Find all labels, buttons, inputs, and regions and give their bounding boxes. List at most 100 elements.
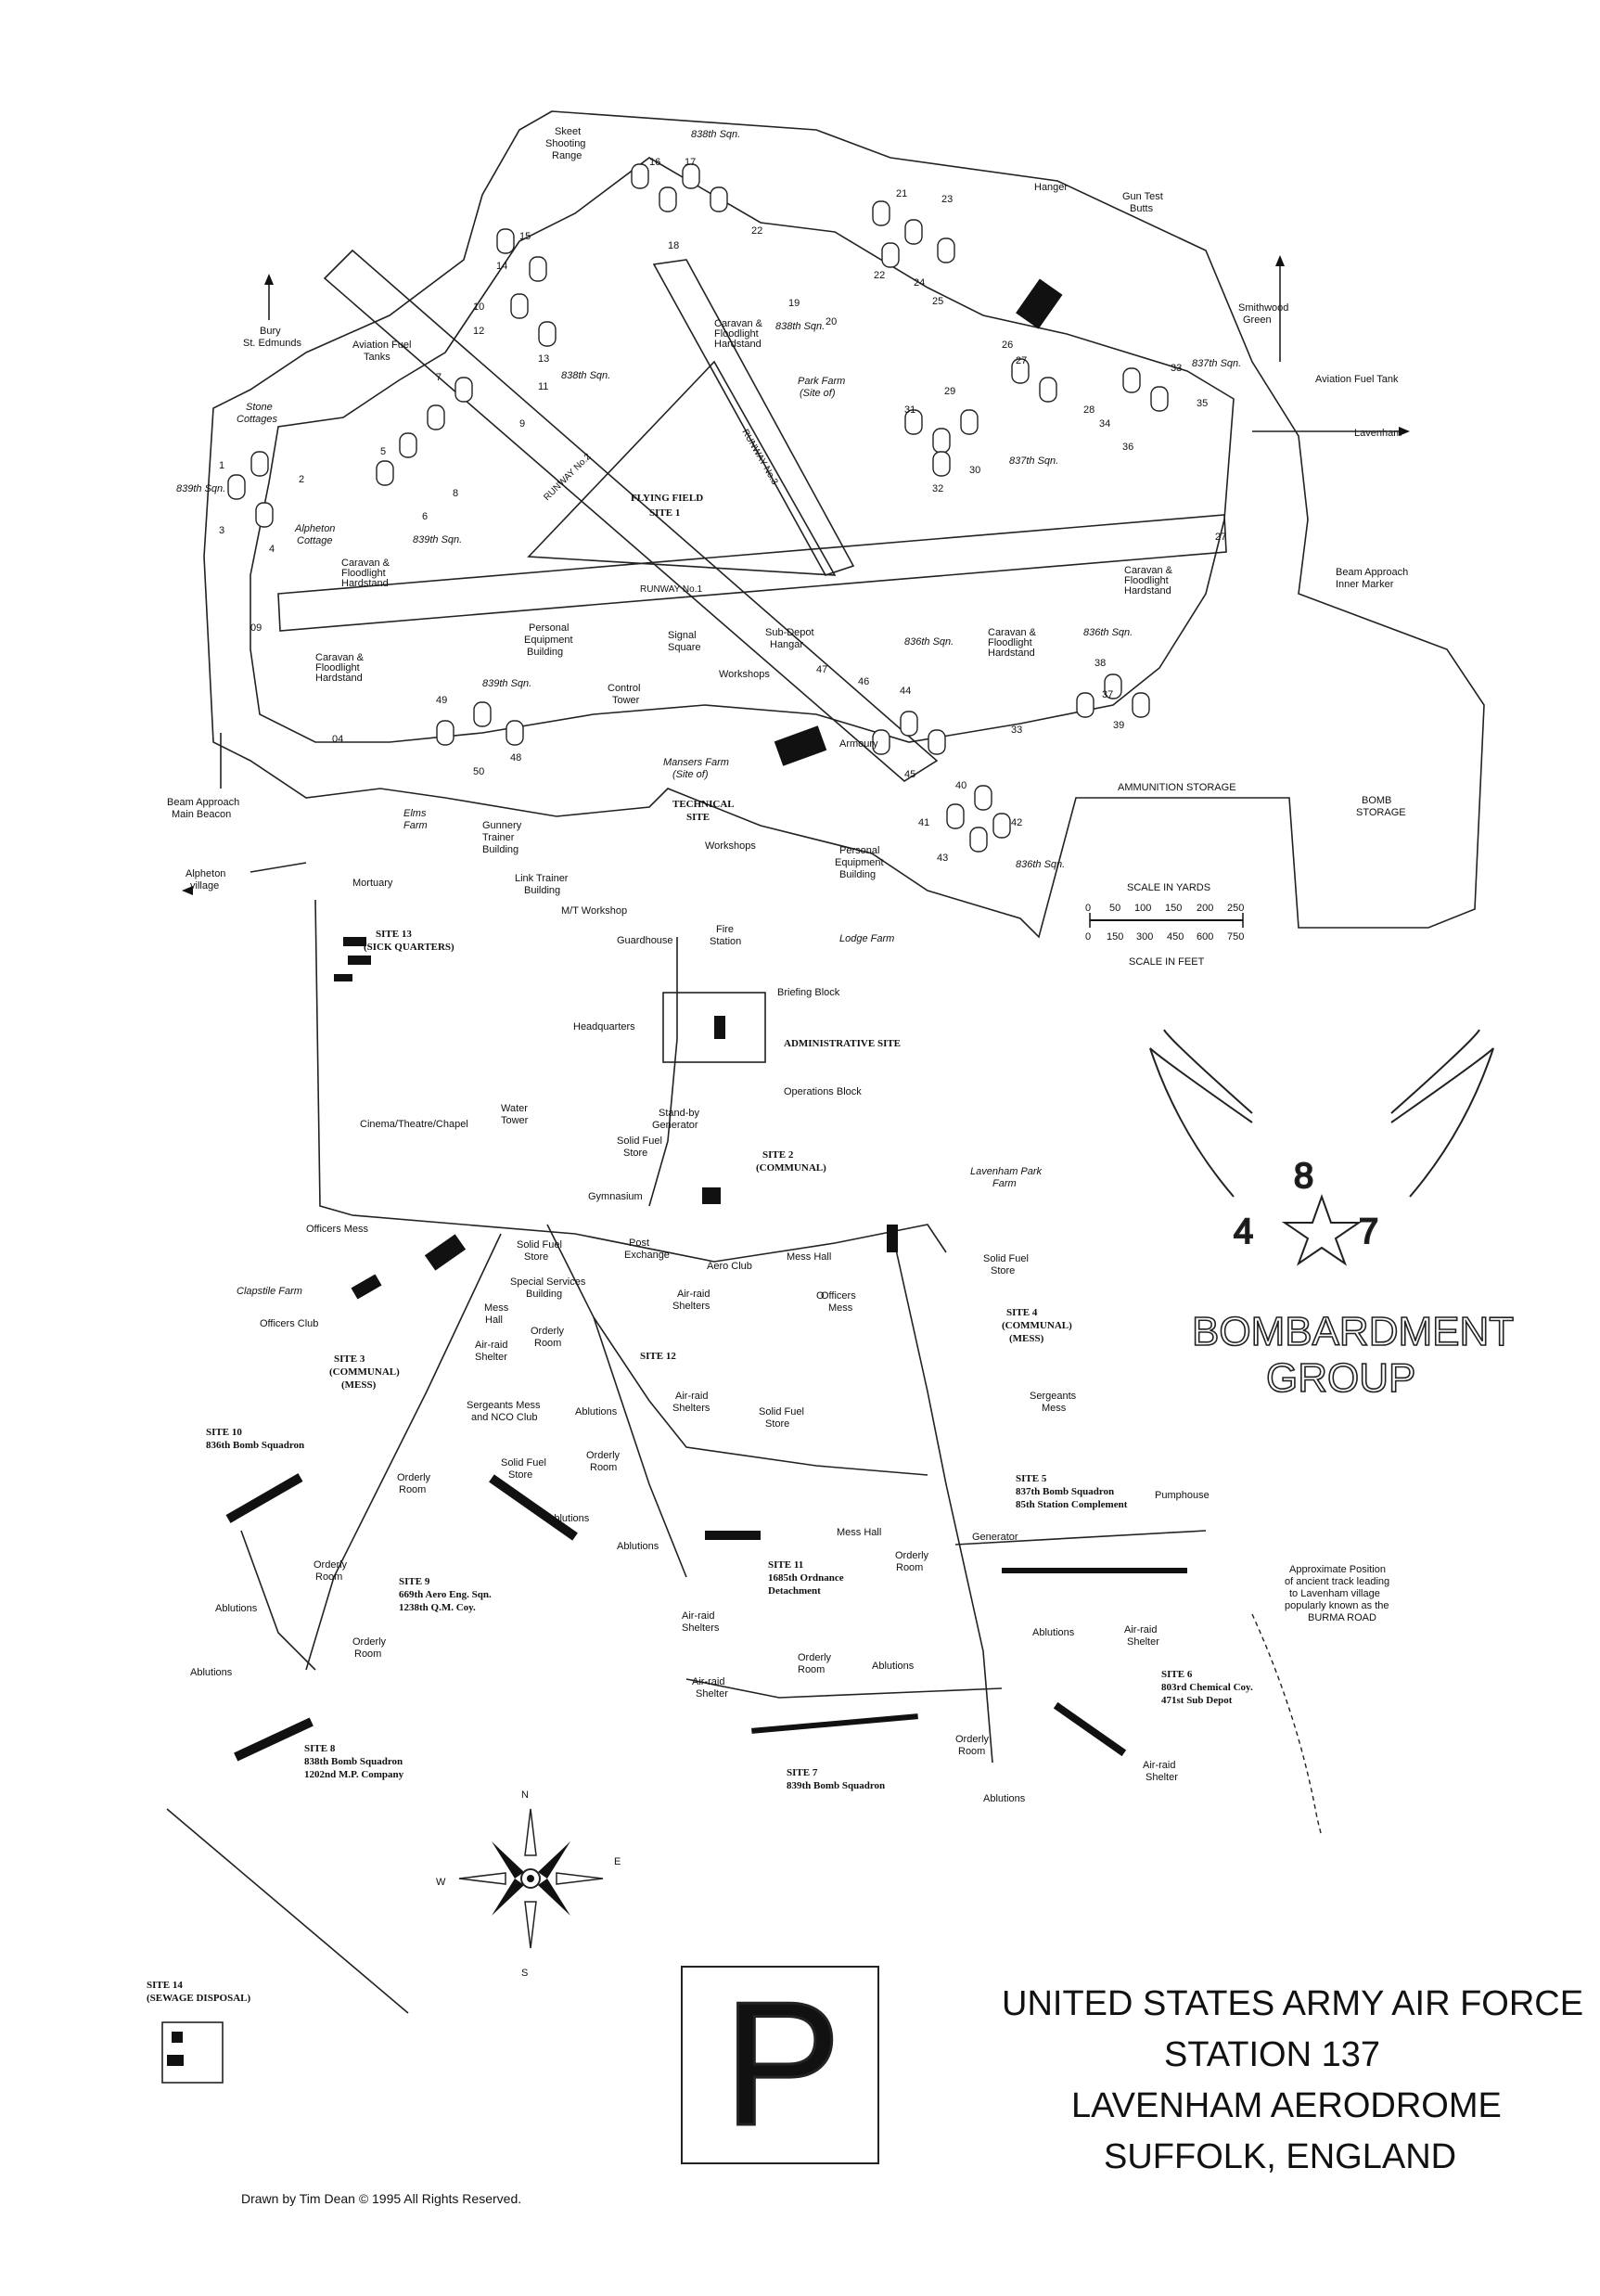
- svg-text:SUFFOLK, ENGLAND: SUFFOLK, ENGLAND: [1104, 2137, 1456, 2176]
- svg-text:100: 100: [1134, 903, 1151, 914]
- svg-text:838th Sqn.: 838th Sqn.: [775, 321, 825, 332]
- perimeter-track: [250, 157, 1235, 743]
- svg-text:48: 48: [510, 752, 521, 763]
- svg-text:Aviation Fuel: Aviation Fuel: [352, 340, 411, 351]
- svg-text:24: 24: [914, 277, 925, 289]
- svg-text:Workshops: Workshops: [719, 669, 770, 680]
- svg-text:Shelters: Shelters: [672, 1403, 710, 1414]
- svg-text:150: 150: [1107, 931, 1123, 943]
- svg-text:Store: Store: [765, 1418, 789, 1430]
- svg-text:Gunnery: Gunnery: [482, 820, 522, 831]
- svg-text:Caravan &: Caravan &: [315, 652, 365, 663]
- svg-text:(MESS): (MESS): [1009, 1333, 1044, 1344]
- parking-sign: P: [681, 1965, 879, 2164]
- svg-text:Shooting: Shooting: [545, 138, 585, 149]
- svg-text:43: 43: [937, 853, 948, 864]
- svg-text:Orderly: Orderly: [314, 1559, 348, 1571]
- svg-text:839th Sqn.: 839th Sqn.: [413, 534, 462, 545]
- svg-text:Orderly: Orderly: [955, 1734, 990, 1745]
- svg-text:Caravan &: Caravan &: [988, 627, 1037, 638]
- svg-text:Control: Control: [608, 683, 640, 694]
- svg-text:Cottages: Cottages: [237, 414, 278, 425]
- svg-text:N: N: [521, 1789, 529, 1801]
- svg-text:SITE 4: SITE 4: [1006, 1307, 1038, 1318]
- svg-text:Caravan &: Caravan &: [341, 558, 390, 569]
- svg-text:Solid Fuel: Solid Fuel: [759, 1406, 804, 1417]
- svg-text:27: 27: [1016, 355, 1027, 366]
- svg-text:Bury: Bury: [260, 326, 281, 337]
- svg-text:Main Beacon: Main Beacon: [172, 809, 231, 820]
- svg-text:Mansers Farm: Mansers Farm: [663, 757, 729, 768]
- svg-text:14: 14: [496, 261, 507, 272]
- svg-text:Store: Store: [508, 1469, 532, 1481]
- communal-labels: SITE 13 (SICK QUARTERS) Briefing Block H…: [147, 929, 1389, 2004]
- svg-text:Beam Approach: Beam Approach: [1336, 567, 1408, 578]
- svg-text:RUNWAY No.1: RUNWAY No.1: [640, 584, 702, 595]
- svg-text:Floodlight: Floodlight: [988, 637, 1032, 648]
- svg-text:Drawn by Tim Dean © 1995 All: Drawn by Tim Dean © 1995 All Rights Rese…: [241, 2191, 521, 2206]
- svg-text:UNITED STATES ARMY AIR FORCE: UNITED STATES ARMY AIR FORCE: [1002, 1984, 1583, 2023]
- svg-text:27: 27: [1215, 532, 1226, 543]
- svg-text:(COMMUNAL): (COMMUNAL): [756, 1162, 826, 1174]
- squadron-labels: 838th Sqn. 838th Sqn. 838th Sqn. 839th S…: [176, 129, 1241, 870]
- svg-text:471st Sub Depot: 471st Sub Depot: [1161, 1695, 1233, 1706]
- svg-text:Shelter: Shelter: [696, 1688, 728, 1700]
- svg-text:Briefing Block: Briefing Block: [777, 987, 840, 998]
- svg-text:Shelters: Shelters: [672, 1301, 710, 1312]
- svg-text:Elms: Elms: [403, 808, 427, 819]
- svg-text:Caravan &: Caravan &: [714, 318, 763, 329]
- svg-text:Butts: Butts: [1130, 203, 1154, 214]
- svg-text:SITE 3: SITE 3: [334, 1353, 365, 1365]
- svg-text:Lavenham Park: Lavenham Park: [970, 1166, 1043, 1177]
- svg-text:Building: Building: [482, 844, 518, 855]
- svg-text:836th Sqn.: 836th Sqn.: [904, 636, 954, 648]
- svg-text:Mess Hall: Mess Hall: [837, 1527, 881, 1538]
- svg-text:SITE 5: SITE 5: [1016, 1473, 1047, 1484]
- svg-text:0: 0: [1085, 903, 1091, 914]
- svg-text:(SEWAGE DISPOSAL): (SEWAGE DISPOSAL): [147, 1993, 251, 2004]
- svg-text:Signal: Signal: [668, 630, 697, 641]
- svg-text:Mortuary: Mortuary: [352, 878, 393, 889]
- svg-text:6: 6: [422, 511, 428, 522]
- svg-text:25: 25: [932, 296, 943, 307]
- svg-text:Hardstand: Hardstand: [714, 339, 762, 350]
- svg-text:85th Station Complement: 85th Station Complement: [1016, 1499, 1128, 1510]
- svg-text:30: 30: [969, 465, 980, 476]
- svg-text:36: 36: [1122, 442, 1133, 453]
- svg-text:(Site of): (Site of): [672, 769, 709, 780]
- svg-text:Gun Test: Gun Test: [1122, 191, 1163, 202]
- svg-text:O: O: [816, 1290, 825, 1302]
- svg-text:839th Bomb Squadron: 839th Bomb Squadron: [787, 1780, 885, 1791]
- svg-text:Officers Mess: Officers Mess: [306, 1224, 369, 1235]
- svg-text:Building: Building: [524, 885, 560, 896]
- svg-text:09: 09: [250, 622, 262, 634]
- svg-text:838th Sqn.: 838th Sqn.: [561, 370, 610, 381]
- svg-text:7: 7: [1359, 1212, 1378, 1251]
- svg-text:Sergeants Mess: Sergeants Mess: [467, 1400, 541, 1411]
- svg-text:TECHNICAL: TECHNICAL: [672, 799, 735, 810]
- svg-text:Beam Approach: Beam Approach: [167, 797, 239, 808]
- svg-text:Water: Water: [501, 1103, 528, 1114]
- svg-text:16: 16: [649, 157, 660, 168]
- svg-text:41: 41: [918, 817, 929, 828]
- svg-text:Stand-by: Stand-by: [659, 1108, 700, 1119]
- svg-text:SITE 9: SITE 9: [399, 1576, 430, 1587]
- svg-text:Mess: Mess: [484, 1302, 509, 1314]
- svg-text:22: 22: [751, 225, 762, 237]
- svg-text:popularly known as the: popularly known as the: [1285, 1600, 1389, 1611]
- svg-text:Lodge Farm: Lodge Farm: [839, 933, 894, 944]
- svg-text:839th Sqn.: 839th Sqn.: [176, 483, 225, 494]
- svg-text:10: 10: [473, 301, 484, 313]
- svg-text:Shelter: Shelter: [475, 1352, 507, 1363]
- hardstands: [227, 163, 1169, 853]
- svg-text:Aero Club: Aero Club: [707, 1261, 752, 1272]
- svg-text:Room: Room: [590, 1462, 617, 1473]
- svg-text:836th Bomb Squadron: 836th Bomb Squadron: [206, 1440, 304, 1451]
- svg-text:Store: Store: [623, 1148, 647, 1159]
- group-badge: 4 8 7 BOMBARDMENT GROUP: [1149, 1029, 1515, 1402]
- svg-text:GROUP: GROUP: [1266, 1355, 1415, 1401]
- svg-text:RUNWAY No.2: RUNWAY No.2: [542, 452, 594, 504]
- svg-text:Park Farm: Park Farm: [798, 376, 845, 387]
- svg-text:village: village: [190, 880, 219, 891]
